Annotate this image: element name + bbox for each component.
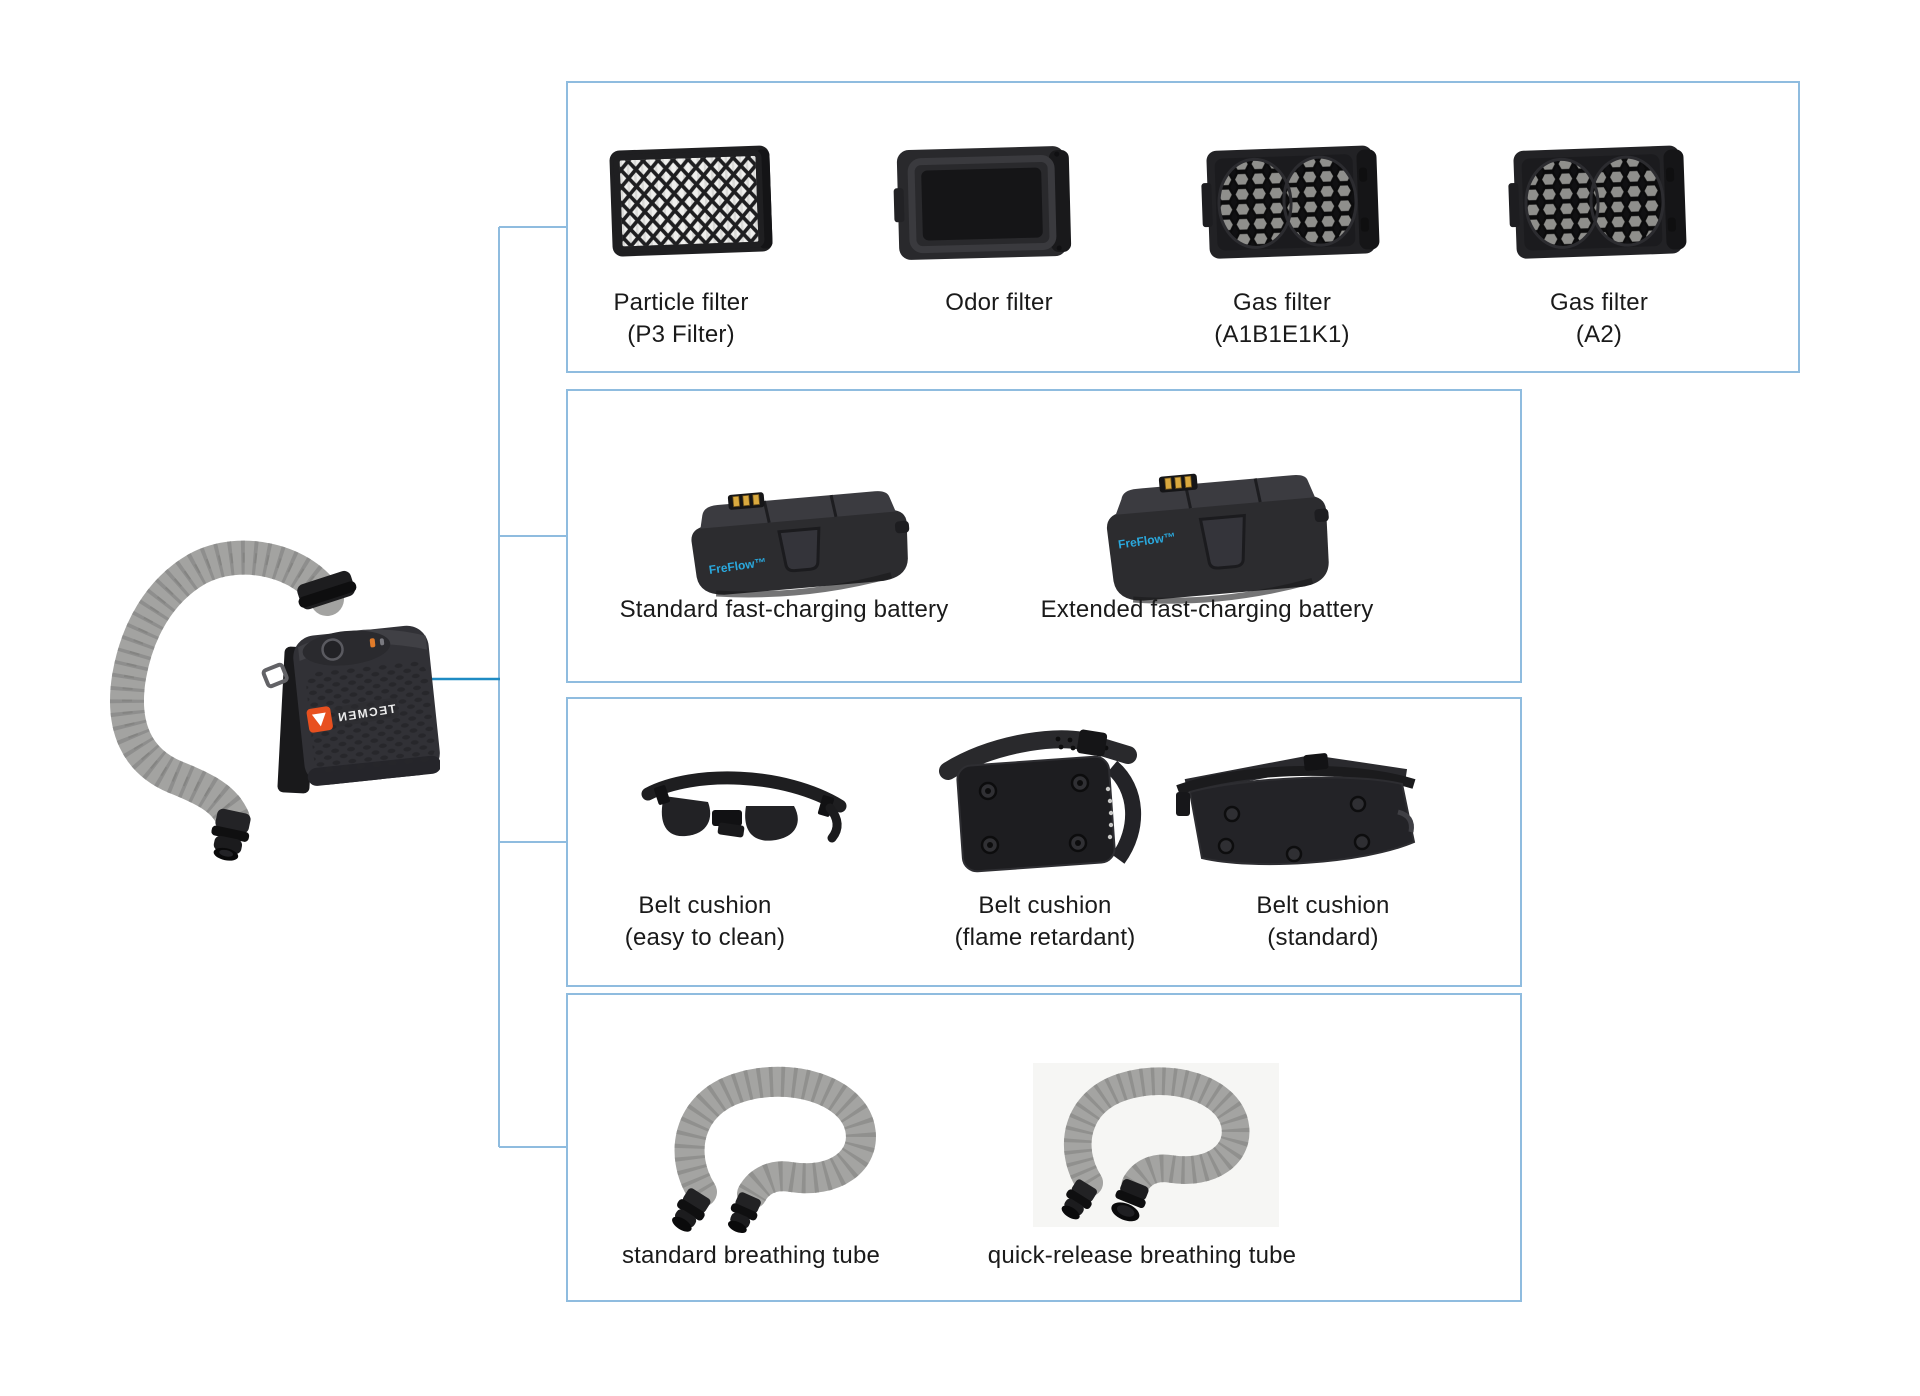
quick-release-breathing-tube-image [1033, 1063, 1279, 1227]
standard-tube-label: standard breathing tube [621, 1242, 881, 1269]
standard-battery-label: Standard fast-charging battery [619, 596, 949, 623]
device-hose [110, 540, 344, 836]
odor-filter-image [892, 142, 1077, 264]
papr-device-image: TECMEN [95, 535, 442, 865]
filters-group-box: Particle filter(P3 Filter) Odor filter G… [566, 81, 1800, 373]
gas-filter-a2-image [1507, 140, 1697, 264]
belt-cushion-easy-clean-image [634, 754, 854, 862]
device-body: TECMEN [293, 625, 442, 786]
hose-end-connector [211, 808, 251, 861]
odor-filter-label: Odor filter [945, 289, 1053, 316]
standard-battery-image: FreFlow™ [680, 480, 920, 605]
standard-breathing-tube-image [652, 1062, 897, 1240]
tecmen-logo: TECMEN [306, 697, 399, 733]
belt-cushions-group-box: Belt cushion(easy to clean) Belt cushion… [566, 697, 1522, 987]
power-button [321, 638, 344, 661]
indicator-led [369, 638, 376, 648]
particle-filter-label: Particle filter(P3 Filter) [613, 289, 749, 348]
particle-filter-image [607, 142, 777, 260]
extended-battery-label: Extended fast-charging battery [1040, 596, 1374, 623]
papr-device-drawing: TECMEN [110, 540, 442, 861]
belt-cushion-flame-retardant-image [930, 727, 1154, 877]
gas-filter-a1b1e1k1-image [1200, 140, 1390, 264]
hose-top-connector [297, 570, 357, 610]
breathing-tubes-group-box: standard breathing tube quick-release br… [566, 993, 1522, 1302]
extended-battery-image: FreFlow™ [1094, 460, 1340, 612]
belt-easy-clean-label: Belt cushion(easy to clean) [624, 892, 786, 951]
gas-filter-a1b1e1k1-label: Gas filter(A1B1E1K1) [1214, 289, 1350, 348]
belt-cushion-standard-image [1162, 742, 1427, 877]
belt-standard-label: Belt cushion(standard) [1256, 892, 1390, 951]
batteries-group-box: FreFlow™ FreFlow™ [566, 389, 1522, 683]
gas-filter-a2-label: Gas filter(A2) [1549, 289, 1649, 348]
quick-release-tube-label: quick-release breathing tube [987, 1242, 1297, 1269]
belt-flame-retardant-label: Belt cushion(flame retardant) [954, 892, 1136, 951]
